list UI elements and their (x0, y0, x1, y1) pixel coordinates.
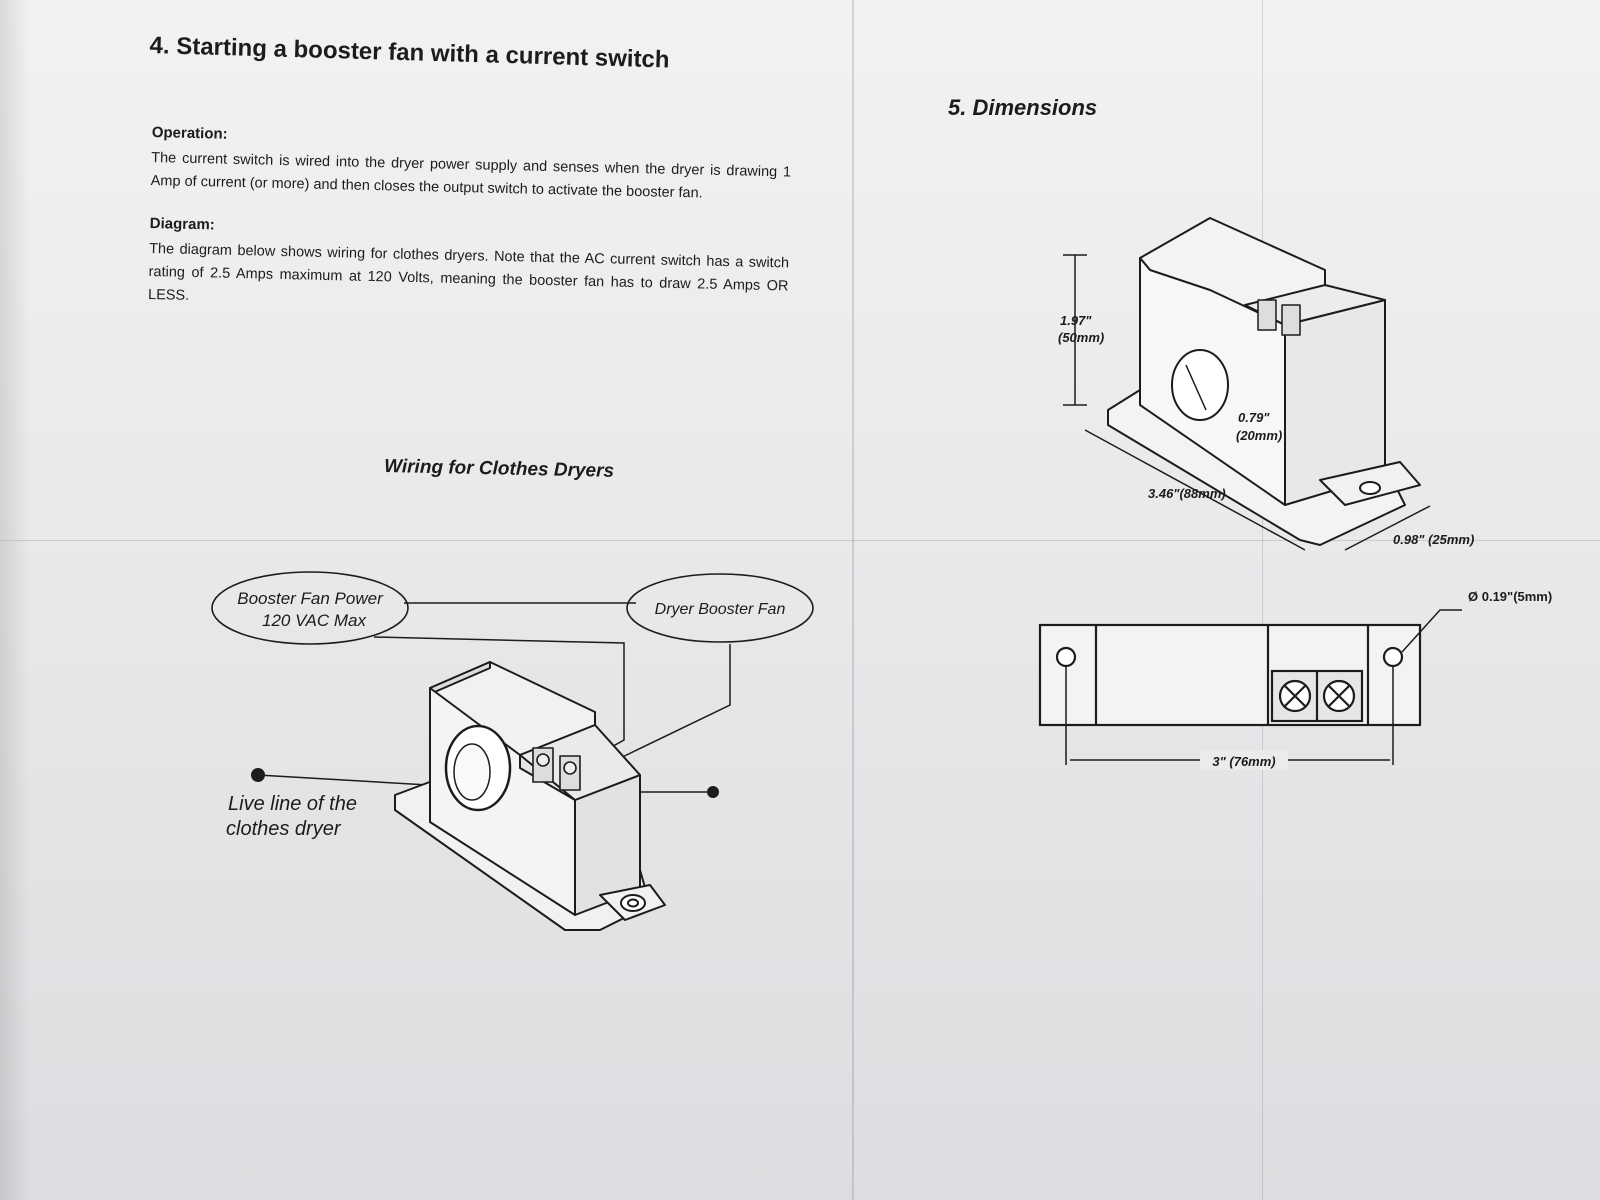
live-line-label-1: Live line of the (228, 793, 357, 815)
dimensions-isometric: 1.97" (50mm) 0.79" (20mm) 3.46"(88mm) 0.… (1058, 217, 1474, 551)
dim-spacing: 3" (76mm) (1212, 754, 1275, 769)
current-switch-device (394, 661, 666, 931)
wire-power-to-switch (373, 636, 625, 751)
operation-text: The current switch is wired into the dry… (150, 149, 792, 202)
vertical-fold-right (1262, 0, 1263, 1200)
dim-height-mm: (50mm) (1058, 330, 1104, 345)
booster-fan-label: Dryer Booster Fan (655, 601, 786, 618)
booster-fan-ellipse (626, 573, 814, 643)
booster-power-ellipse (211, 571, 409, 645)
dim-hole-mm: (20mm) (1236, 428, 1282, 443)
booster-power-label-2: 120 VAC Max (262, 611, 366, 630)
dim-sensing-hole (1171, 349, 1229, 421)
diagram-text: The diagram below shows wiring for cloth… (147, 240, 790, 304)
top-hole-left (1055, 646, 1077, 668)
wire-fan-to-switch (611, 644, 731, 763)
dim-width: 0.98" (25mm) (1393, 532, 1474, 547)
wiring-diagram: Wiring for Clothes Dryers Booster Fan Po… (211, 456, 814, 931)
live-line-dot (251, 768, 265, 782)
wiring-title: Wiring for Clothes Dryers (384, 456, 614, 482)
dim-terminal-right (1281, 304, 1301, 336)
vertical-fold (852, 0, 854, 1200)
horizontal-fold (0, 540, 1600, 541)
section5-title: 5. Dimensions (948, 95, 1098, 120)
terminal-block (532, 747, 581, 791)
dim-hole-in: 0.79" (1238, 410, 1270, 425)
dim-height-in: 1.97" (1060, 313, 1092, 328)
output-dot (707, 786, 719, 798)
dim-mount-hole-size: Ø 0.19"(5mm) (1468, 589, 1552, 604)
top-hole-right (1382, 646, 1404, 668)
booster-power-label-1: Booster Fan Power (237, 589, 384, 608)
live-line-label-2: clothes dryer (226, 818, 342, 840)
section4-text-block: Operation: The current switch is wired i… (148, 124, 792, 321)
dim-terminal-left (1257, 299, 1277, 331)
dimensions-top-view: 3" (76mm) Ø 0.19"(5mm) (1038, 589, 1552, 770)
dim-length: 3.46"(88mm) (1148, 486, 1226, 501)
dim-mount-hole (1359, 481, 1381, 495)
